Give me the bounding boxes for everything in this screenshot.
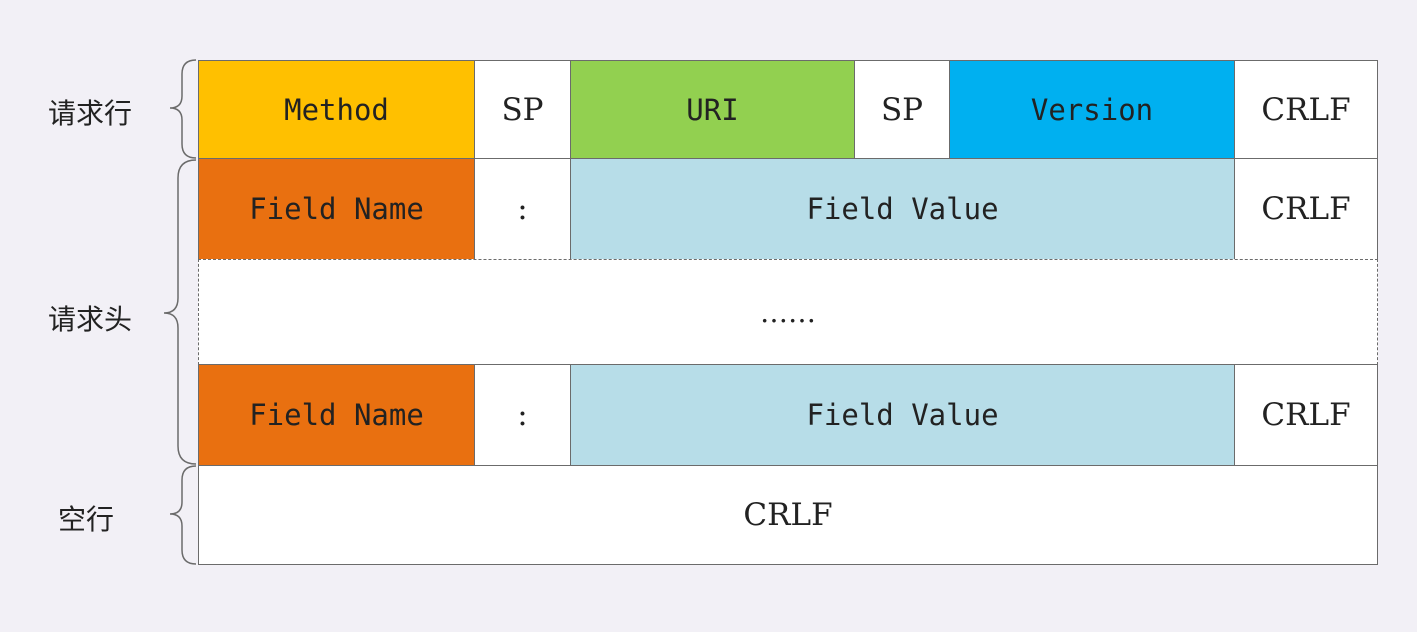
label-request-headers: 请求头	[48, 303, 133, 336]
crlf-cell-request-line: CRLF	[1234, 60, 1378, 159]
sp-cell-2: SP	[854, 60, 950, 159]
colon-cell-2: :	[474, 364, 571, 466]
crlf-cell-header-2: CRLF	[1234, 364, 1378, 466]
sp-cell-1: SP	[474, 60, 571, 159]
brace-request-line	[169, 59, 197, 159]
label-blank-line: 空行	[58, 503, 115, 536]
label-request-line: 请求行	[48, 97, 133, 130]
crlf-cell-blank-line: CRLF	[198, 465, 1378, 565]
version-cell: Version	[949, 60, 1235, 159]
brace-blank-line	[169, 465, 197, 565]
brace-request-headers	[163, 159, 197, 465]
ellipsis-text: ……	[760, 295, 816, 329]
field-name-cell-2: Field Name	[198, 364, 475, 466]
uri-cell: URI	[570, 60, 855, 159]
field-value-cell-1: Field Value	[570, 158, 1235, 260]
method-cell: Method	[198, 60, 475, 159]
colon-cell-1: :	[474, 158, 571, 260]
field-value-cell-2: Field Value	[570, 364, 1235, 466]
crlf-cell-header-1: CRLF	[1234, 158, 1378, 260]
field-name-cell-1: Field Name	[198, 158, 475, 260]
dashed-line-top	[198, 259, 1378, 260]
ellipsis-row: ……	[198, 259, 1378, 365]
